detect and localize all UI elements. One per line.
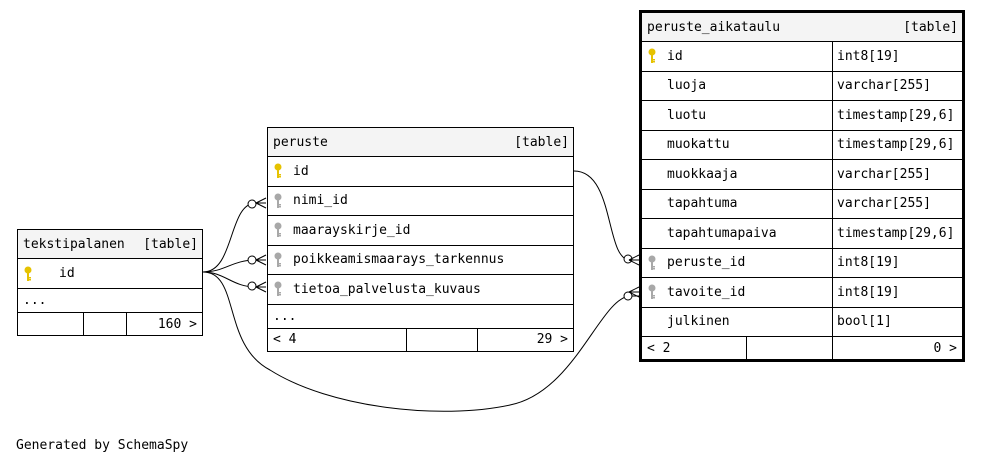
- column-row[interactable]: muokkaaja varchar[255]: [642, 160, 962, 190]
- column-type: timestamp[29,6]: [832, 130, 962, 159]
- column-name: id: [667, 48, 683, 64]
- column-type: int8[19]: [832, 278, 962, 307]
- edge-nimi-id: [202, 202, 266, 273]
- column-type: timestamp[29,6]: [832, 219, 962, 248]
- column-name: julkinen: [667, 314, 730, 330]
- column-row[interactable]: tavoite_id int8[19]: [642, 278, 962, 308]
- more-columns: ...: [18, 289, 202, 313]
- edge-tavoite-id: [202, 271, 639, 412]
- column-name: id: [293, 163, 309, 179]
- column-type: varchar[255]: [832, 71, 962, 100]
- column-row[interactable]: id int8[19]: [642, 42, 962, 72]
- column-row[interactable]: tietoa_palvelusta_kuvaus: [268, 275, 573, 305]
- foreign-key-icon: [647, 255, 667, 271]
- table-name: peruste: [273, 134, 328, 150]
- column-row[interactable]: id: [268, 157, 573, 187]
- table-footer: < 4 29 >: [268, 328, 573, 351]
- column-name: maarayskirje_id: [293, 222, 411, 238]
- table-name: peruste_aikataulu: [647, 19, 781, 35]
- column-name: muokattu: [667, 137, 730, 153]
- column-row[interactable]: tapahtuma varchar[255]: [642, 189, 962, 219]
- column-name: muokkaaja: [667, 166, 738, 182]
- column-row[interactable]: julkinen bool[1]: [642, 307, 962, 337]
- column-name: luotu: [667, 107, 707, 123]
- column-name: poikkeamismaarays_tarkennus: [293, 252, 505, 268]
- children-count-link[interactable]: 29 >: [477, 328, 573, 351]
- column-type: timestamp[29,6]: [832, 101, 962, 130]
- column-type: int8[19]: [832, 248, 962, 277]
- column-name: luoja: [667, 78, 707, 94]
- table-header: peruste [table]: [268, 128, 573, 157]
- footer-middle: [746, 337, 832, 359]
- more-columns: ...: [268, 305, 573, 329]
- edge-nimi-id-optional-marker: [247, 199, 257, 209]
- column-row[interactable]: maarayskirje_id: [268, 216, 573, 246]
- primary-key-icon: [273, 163, 293, 179]
- foreign-key-icon: [273, 222, 293, 238]
- foreign-key-icon: [647, 284, 667, 300]
- column-row[interactable]: poikkeamismaarays_tarkennus: [268, 246, 573, 275]
- edge-peruste-id: [573, 170, 639, 261]
- edge-poikkeamismaarays-tarkennus-many-marker: [255, 254, 267, 266]
- table-peruste[interactable]: peruste [table] id nimi_id maarayskirje_id…: [267, 127, 574, 352]
- column-row[interactable]: tapahtumapaiva timestamp[29,6]: [642, 219, 962, 249]
- table-footer: < 2 0 >: [642, 337, 962, 359]
- edge-tavoite-id-optional-marker: [623, 291, 633, 301]
- column-row[interactable]: peruste_id int8[19]: [642, 248, 962, 278]
- edge-nimi-id-many-marker: [255, 197, 267, 209]
- foreign-key-icon: [273, 252, 293, 268]
- edge-peruste-id-many-marker: [628, 254, 640, 266]
- edge-tietoa-palvelusta-kuvaus-many-marker: [255, 281, 267, 293]
- column-name: tietoa_palvelusta_kuvaus: [293, 281, 481, 297]
- table-kind: [table]: [903, 19, 958, 35]
- column-type: varchar[255]: [832, 189, 962, 218]
- edge-poikkeamismaarays-tarkennus: [202, 259, 266, 273]
- footer-left: [18, 313, 83, 335]
- children-count-link[interactable]: 160 >: [126, 313, 202, 335]
- table-header: tekstipalanen [table]: [18, 230, 202, 259]
- column-type: int8[19]: [832, 42, 962, 71]
- footer-middle: [406, 328, 477, 351]
- children-count-link[interactable]: 0 >: [832, 337, 962, 359]
- column-type: bool[1]: [832, 307, 962, 336]
- primary-key-icon: [23, 266, 59, 282]
- primary-key-icon: [647, 48, 667, 64]
- edge-tietoa-palvelusta-kuvaus-optional-marker: [247, 281, 257, 291]
- table-kind: [table]: [514, 134, 569, 150]
- column-row[interactable]: luoja varchar[255]: [642, 71, 962, 101]
- foreign-key-icon: [273, 281, 293, 297]
- parents-count-link[interactable]: < 4: [273, 332, 297, 347]
- column-name: peruste_id: [667, 255, 746, 271]
- column-name: tapahtumapaiva: [667, 225, 777, 241]
- column-row[interactable]: nimi_id: [268, 187, 573, 216]
- column-name: id: [59, 266, 75, 281]
- parents-count-link[interactable]: < 2: [647, 340, 671, 356]
- table-kind: [table]: [143, 236, 198, 252]
- column-name: nimi_id: [293, 193, 348, 209]
- footer-middle: [83, 313, 126, 335]
- table-header: peruste_aikataulu [table]: [642, 13, 962, 42]
- column-name: tapahtuma: [667, 196, 738, 212]
- column-row[interactable]: luotu timestamp[29,6]: [642, 101, 962, 131]
- table-footer: 160 >: [18, 313, 202, 335]
- generated-by-credit: Generated by SchemaSpy: [16, 438, 189, 453]
- column-type: varchar[255]: [832, 160, 962, 189]
- column-row[interactable]: muokattu timestamp[29,6]: [642, 130, 962, 160]
- table-tekstipalanen[interactable]: tekstipalanen [table] id ... 160 >: [17, 229, 203, 336]
- table-name: tekstipalanen: [23, 236, 125, 252]
- foreign-key-icon: [273, 193, 293, 209]
- edge-poikkeamismaarays-tarkennus-optional-marker: [247, 255, 257, 265]
- edge-tavoite-id-many-marker: [628, 286, 640, 298]
- column-row[interactable]: id: [18, 259, 202, 289]
- column-name: tavoite_id: [667, 284, 746, 300]
